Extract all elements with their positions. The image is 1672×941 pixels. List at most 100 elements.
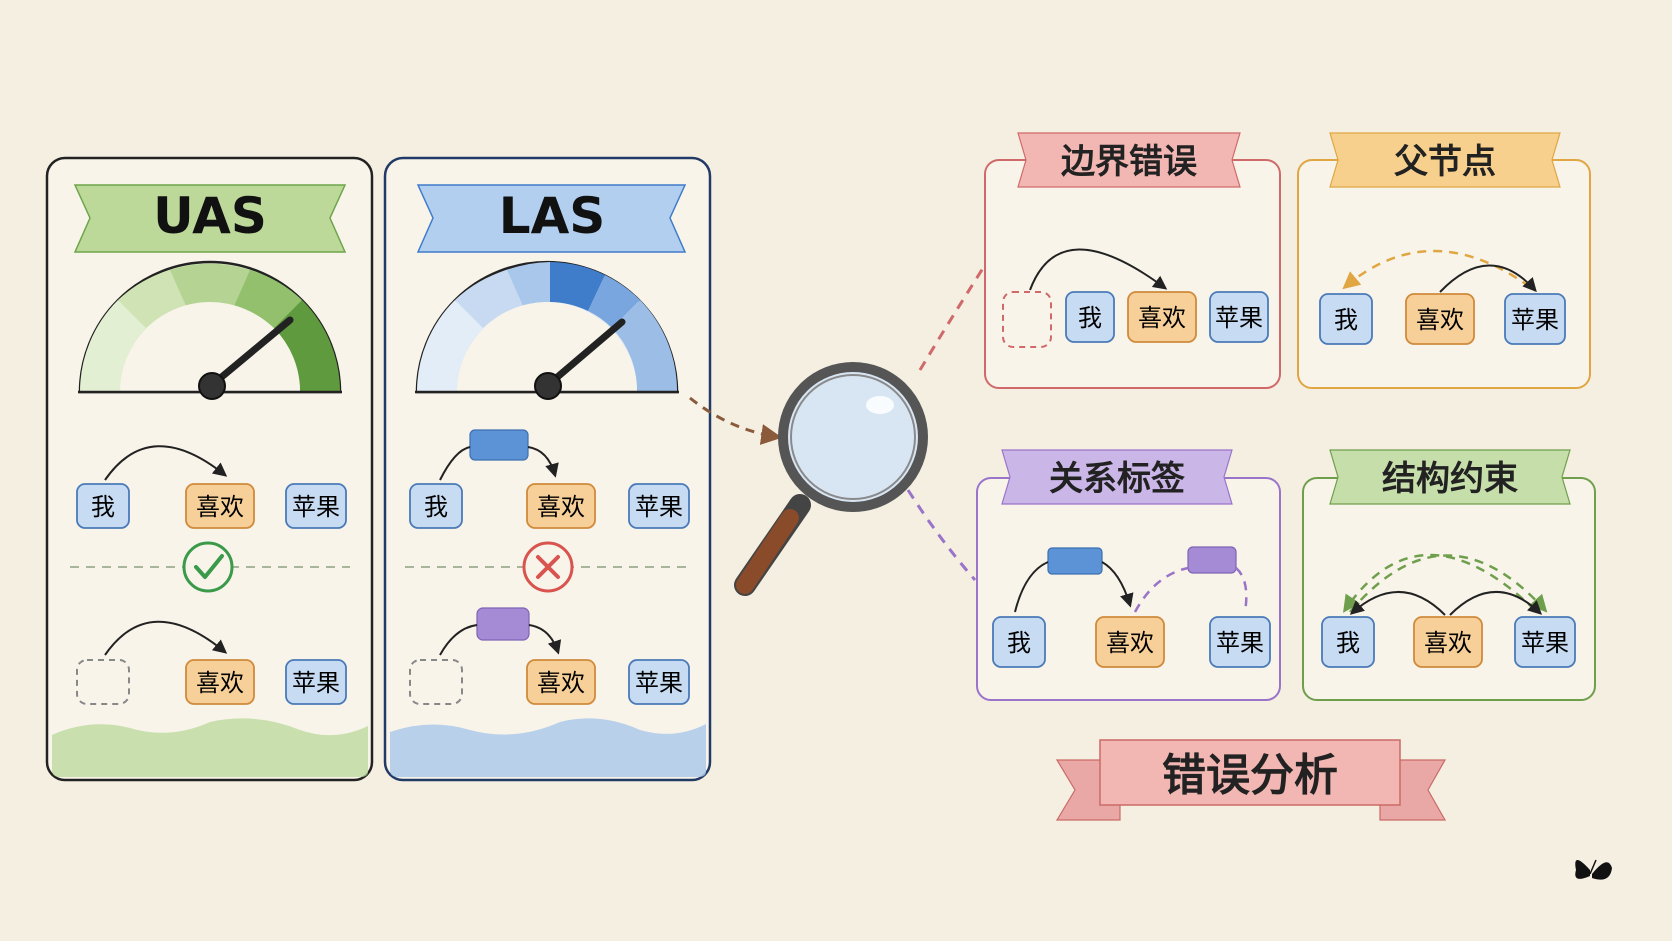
boundary-word-xihuan: 喜欢 <box>1127 291 1197 343</box>
las-panel: LAS 我 喜欢 <box>383 156 712 782</box>
las-title: LAS <box>499 187 606 245</box>
uas-gauge <box>78 260 342 400</box>
structure-dashed-arc-2 <box>1349 554 1548 613</box>
las-ribbon: LAS <box>416 184 687 253</box>
structure-word-xihuan: 喜欢 <box>1413 616 1483 668</box>
svg-text:苹果: 苹果 <box>635 493 683 521</box>
relation-label-purple <box>1187 546 1237 574</box>
structure-title: 结构约束 <box>1382 459 1518 499</box>
structure-constraint-card: 结构约束 我 喜欢 苹果 <box>1302 449 1596 701</box>
svg-text:我: 我 <box>91 493 115 521</box>
magnifier-icon <box>734 362 928 596</box>
connector-to-magnifier <box>689 396 783 445</box>
uas-panel: UAS 我 喜欢 <box>45 156 374 782</box>
uas-missing-example: 喜欢 苹果 <box>76 620 347 705</box>
svg-text:我: 我 <box>1336 629 1360 657</box>
parent-node-card: 父节点 我 喜欢 苹果 <box>1297 132 1591 389</box>
boundary-arc <box>1029 248 1168 291</box>
parent-ribbon: 父节点 <box>1329 132 1561 188</box>
parent-dashed-arc <box>1342 249 1531 290</box>
butterfly-icon <box>1575 859 1612 880</box>
uas-word-xihuan: 喜欢 <box>185 483 255 529</box>
uas-gauge-needle <box>208 316 294 389</box>
structure-dashed-arc-1 <box>1343 553 1536 613</box>
las-arc-right <box>527 446 559 478</box>
svg-text:苹果: 苹果 <box>1215 304 1263 332</box>
structure-ribbon: 结构约束 <box>1329 449 1571 505</box>
las-word-xihuan: 喜欢 <box>526 483 596 529</box>
relation-word-wo: 我 <box>992 616 1046 668</box>
structure-solid-arc-1 <box>1349 591 1446 616</box>
las-gauge <box>415 260 679 400</box>
relation-ribbon: 关系标签 <box>1001 449 1233 505</box>
las-arc-right-2 <box>528 624 562 655</box>
boundary-ribbon: 边界错误 <box>1017 132 1241 188</box>
structure-solid-arc-2 <box>1449 591 1543 616</box>
relation-arc-right <box>1101 561 1134 608</box>
parent-word-pingguo: 苹果 <box>1504 293 1566 345</box>
svg-text:喜欢: 喜欢 <box>537 669 585 697</box>
las-water-wash <box>390 718 706 777</box>
cross-icon <box>522 541 574 593</box>
las-gauge-needle <box>544 318 626 389</box>
relation-dashed-right <box>1235 567 1248 613</box>
svg-text:喜欢: 喜欢 <box>1416 306 1464 334</box>
relation-label-card: 关系标签 我 喜欢 苹果 <box>976 449 1281 701</box>
uas-arc-missing <box>104 620 228 656</box>
parent-title: 父节点 <box>1394 142 1496 182</box>
check-icon <box>182 541 234 593</box>
las-missing-example: 喜欢 苹果 <box>409 607 690 705</box>
las-arc-left <box>439 446 471 481</box>
uas-word-pingguo-2: 苹果 <box>285 659 347 705</box>
uas-word-wo: 我 <box>76 483 130 529</box>
svg-text:苹果: 苹果 <box>292 493 340 521</box>
svg-text:苹果: 苹果 <box>635 669 683 697</box>
connector-to-relation <box>906 489 977 581</box>
svg-text:苹果: 苹果 <box>1521 629 1569 657</box>
svg-text:喜欢: 喜欢 <box>1106 629 1154 657</box>
structure-word-pingguo: 苹果 <box>1514 616 1576 668</box>
uas-empty-slot <box>76 659 130 705</box>
relation-arc-left <box>1014 561 1049 613</box>
svg-text:我: 我 <box>424 493 448 521</box>
uas-word-pingguo: 苹果 <box>285 483 347 529</box>
uas-ribbon: UAS <box>73 184 347 253</box>
las-wrong-example: 我 喜欢 苹果 <box>409 429 690 529</box>
uas-arc <box>104 445 228 481</box>
error-analysis-banner: 错误分析 <box>1055 739 1447 821</box>
svg-text:苹果: 苹果 <box>1511 306 1559 334</box>
las-word-pingguo: 苹果 <box>628 483 690 529</box>
svg-text:我: 我 <box>1007 629 1031 657</box>
las-word-wo: 我 <box>409 483 463 529</box>
parent-word-xihuan: 喜欢 <box>1405 293 1475 345</box>
svg-text:喜欢: 喜欢 <box>1424 629 1472 657</box>
structure-word-wo: 我 <box>1321 616 1375 668</box>
svg-text:我: 我 <box>1078 304 1102 332</box>
uas-title: UAS <box>153 187 267 245</box>
svg-text:我: 我 <box>1334 306 1358 334</box>
las-empty-slot <box>409 659 463 705</box>
svg-text:喜欢: 喜欢 <box>1138 304 1186 332</box>
las-arc-left-2 <box>439 624 478 656</box>
svg-text:苹果: 苹果 <box>1216 629 1264 657</box>
svg-text:喜欢: 喜欢 <box>196 493 244 521</box>
svg-text:苹果: 苹果 <box>292 669 340 697</box>
boundary-empty-slot <box>1002 291 1052 348</box>
las-relation-label-blue <box>469 429 529 461</box>
uas-correct-example: 我 喜欢 苹果 <box>76 445 347 529</box>
boundary-title: 边界错误 <box>1061 142 1197 182</box>
svg-text:喜欢: 喜欢 <box>537 493 585 521</box>
relation-dashed-left <box>1133 566 1189 613</box>
las-relation-label-purple <box>476 607 530 641</box>
relation-word-pingguo: 苹果 <box>1209 616 1271 668</box>
relation-word-xihuan: 喜欢 <box>1095 616 1165 668</box>
parent-solid-arc <box>1439 264 1537 293</box>
parent-word-wo: 我 <box>1319 293 1373 345</box>
uas-word-xihuan-2: 喜欢 <box>185 659 255 705</box>
relation-title: 关系标签 <box>1049 459 1185 499</box>
connector-to-boundary <box>918 264 987 371</box>
las-word-pingguo-2: 苹果 <box>628 659 690 705</box>
banner-title: 错误分析 <box>1162 750 1338 801</box>
boundary-word-pingguo: 苹果 <box>1209 291 1269 343</box>
